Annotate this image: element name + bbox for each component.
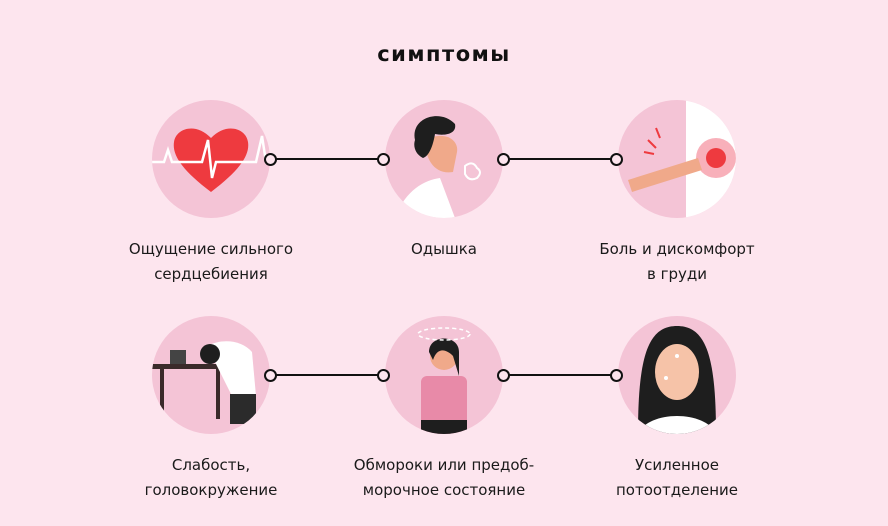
chest-pain-icon: [618, 100, 736, 218]
connector-dot: [497, 369, 510, 382]
connector-dot: [497, 153, 510, 166]
symptom-label: Слабость,головокружение: [144, 456, 278, 499]
shortness-of-breath-icon: [385, 100, 503, 218]
connector-dot: [377, 369, 390, 382]
connector-dot: [264, 153, 277, 166]
connector-dot: [610, 153, 623, 166]
connector-dot: [610, 369, 623, 382]
connector-line: [508, 158, 613, 160]
sweating-icon: [618, 316, 736, 434]
connector-line: [508, 374, 613, 376]
connector-line: [275, 158, 380, 160]
connector-dot: [377, 153, 390, 166]
connector-dot: [264, 369, 277, 382]
symptom-label: Обмороки или предоб-морочное состояние: [353, 456, 535, 499]
connector-line: [275, 374, 380, 376]
fainting-icon: [385, 316, 503, 434]
page-title: симптомы: [377, 42, 511, 66]
heartbeat-icon: [152, 100, 270, 218]
symptom-label: Одышка: [411, 240, 477, 258]
weakness-icon: [152, 316, 270, 434]
